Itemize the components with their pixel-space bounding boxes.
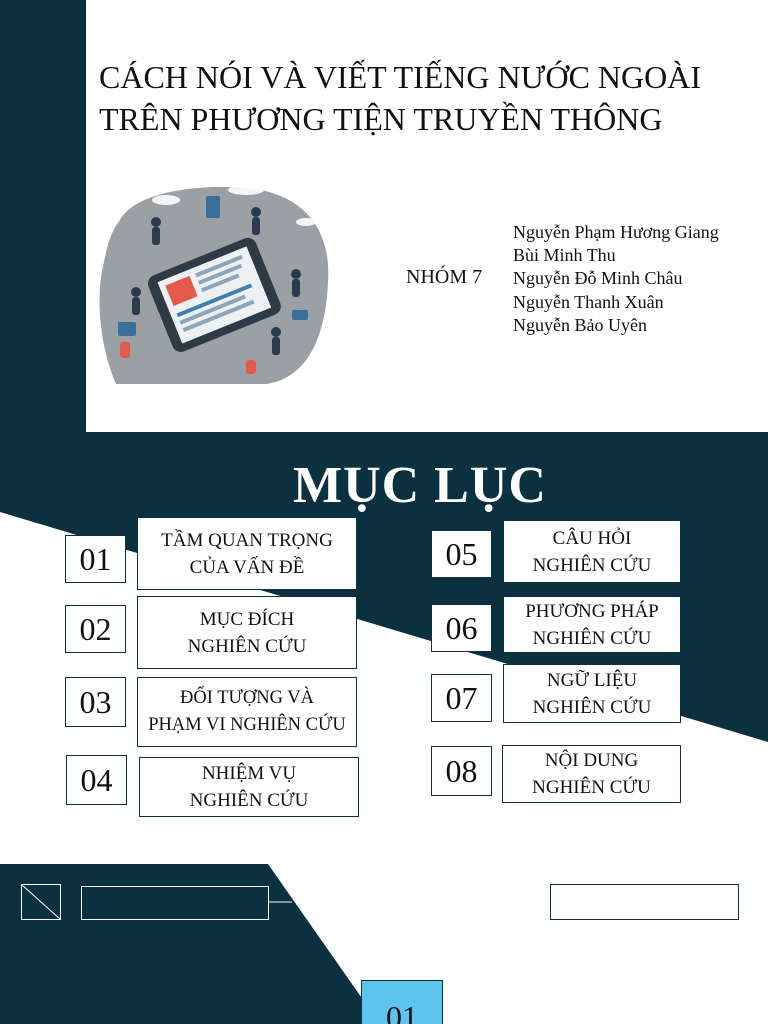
- toc-item-line: NGHIÊN CỨU: [532, 777, 651, 798]
- table-of-contents-slide: MỤC LỤC 01 TẦM QUAN TRỌNG CỦA VẤN ĐỀ 02 M…: [0, 432, 768, 864]
- toc-number: 01: [65, 535, 126, 583]
- toc-item-line: NGỮ LIỆU: [546, 669, 638, 691]
- left-accent-bar: [0, 0, 86, 432]
- decor-outline-box: [81, 886, 269, 920]
- toc-item-line: ĐỐI TƯỢNG VÀ: [180, 688, 314, 708]
- toc-item-line: PHẠM VI NGHIÊN CỨU: [148, 715, 346, 735]
- slide-title: CÁCH NÓI VÀ VIẾT TIẾNG NƯỚC NGOÀI TRÊN P…: [99, 56, 768, 140]
- toc-item-7[interactable]: NGỮ LIỆU NGHIÊN CỨU: [503, 664, 681, 723]
- toc-item-line: CÂU HỎI: [552, 527, 632, 549]
- member-name: Nguyễn Bảo Uyên: [513, 314, 647, 335]
- toc-number: 05: [431, 530, 492, 578]
- member-name: Bùi Minh Thu: [513, 245, 616, 266]
- decor-square-icon: [21, 884, 61, 920]
- toc-item-line: NGHIÊN CỨU: [532, 696, 652, 718]
- title-slide: CÁCH NÓI VÀ VIẾT TIẾNG NƯỚC NGOÀI TRÊN P…: [0, 0, 768, 432]
- member-name: Nguyễn Thanh Xuân: [513, 291, 664, 312]
- toc-number: 04: [66, 755, 127, 805]
- toc-item-line: MỤC ĐÍCH: [199, 608, 295, 630]
- tablet-reading-illustration: [99, 185, 329, 384]
- toc-item-4[interactable]: NHIỆM VỤ NGHIÊN CỨU: [139, 757, 359, 817]
- toc-number: 08: [431, 746, 492, 796]
- title-line-2: TRÊN PHƯƠNG TIỆN TRUYỀN THÔNG: [99, 101, 663, 137]
- section-slide: 01: [0, 864, 768, 1024]
- toc-number: 03: [65, 677, 126, 727]
- toc-item-line: NGHIÊN CỨU: [189, 790, 309, 811]
- toc-number: 06: [431, 604, 492, 652]
- title-line-1: CÁCH NÓI VÀ VIẾT TIẾNG NƯỚC NGOÀI: [99, 59, 701, 95]
- toc-item-1[interactable]: TẦM QUAN TRỌNG CỦA VẤN ĐỀ: [137, 517, 357, 590]
- toc-item-line: NGHIÊN CỨU: [532, 627, 652, 649]
- toc-item-line: NGHIÊN CỨU: [187, 635, 307, 657]
- toc-item-2[interactable]: MỤC ĐÍCH NGHIÊN CỨU: [137, 596, 357, 669]
- toc-item-line: NHIỆM VỤ: [201, 763, 297, 784]
- toc-item-3[interactable]: ĐỐI TƯỢNG VÀ PHẠM VI NGHIÊN CỨU: [137, 677, 357, 747]
- member-name: Nguyễn Phạm Hương Giang: [513, 222, 719, 242]
- section-number: 01: [361, 980, 443, 1024]
- toc-item-8[interactable]: NỘI DUNG NGHIÊN CỨU: [502, 745, 681, 803]
- toc-number: 02: [65, 605, 126, 653]
- toc-number: 07: [431, 674, 492, 722]
- toc-item-line: NỘI DUNG: [544, 750, 639, 771]
- group-label: NHÓM 7: [406, 266, 483, 288]
- member-list: Nguyễn Phạm Hương Giang Bùi Minh Thu Ngu…: [513, 221, 719, 337]
- decor-outline-box: [550, 884, 739, 920]
- toc-item-5[interactable]: CÂU HỎI NGHIÊN CỨU: [503, 520, 681, 583]
- toc-item-line: PHƯƠNG PHÁP: [525, 600, 659, 622]
- member-name: Nguyễn Đỗ Minh Châu: [513, 268, 683, 289]
- toc-title: MỤC LỤC: [293, 457, 547, 514]
- toc-item-line: CỦA VẤN ĐỀ: [189, 556, 305, 578]
- toc-item-line: TẦM QUAN TRỌNG: [161, 529, 333, 551]
- toc-item-line: NGHIÊN CỨU: [532, 554, 652, 576]
- toc-item-6[interactable]: PHƯƠNG PHÁP NGHIÊN CỨU: [503, 596, 681, 653]
